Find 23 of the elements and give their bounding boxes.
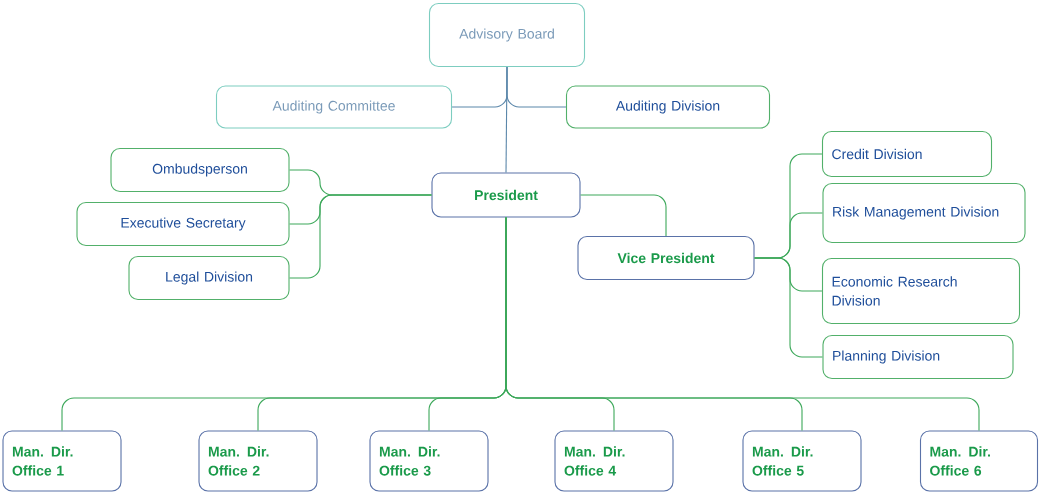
org-box: Vice President <box>577 235 755 281</box>
org-box: Man. Dir. Office 4 <box>554 430 674 492</box>
org-box: Auditing Division <box>565 85 771 129</box>
org-box: Ombudsperson <box>110 147 290 193</box>
org-box: Risk Management Division <box>822 182 1026 244</box>
org-box: Man. Dir. Office 5 <box>742 430 862 492</box>
connector-line <box>289 194 432 279</box>
org-box: President <box>431 172 581 218</box>
org-box: Advisory Board <box>428 2 586 68</box>
org-box: Legal Division <box>128 255 290 301</box>
org-box: Man. Dir. Office 1 <box>2 430 122 492</box>
org-box: Man. Dir. Office 6 <box>919 430 1039 492</box>
org-box: Man. Dir. Office 2 <box>198 430 318 492</box>
org-box: Man. Dir. Office 3 <box>369 430 489 492</box>
org-box: Planning Division <box>822 334 1014 380</box>
org-box: Executive Secretary <box>76 201 290 247</box>
connector-line <box>505 66 508 173</box>
org-box: Auditing Committee <box>215 85 453 129</box>
connector-line <box>580 194 667 237</box>
org-box: Credit Division <box>821 130 993 178</box>
connector-line <box>754 257 823 358</box>
org-box: Economic Research Division <box>821 257 1021 325</box>
connector-line <box>505 217 980 431</box>
